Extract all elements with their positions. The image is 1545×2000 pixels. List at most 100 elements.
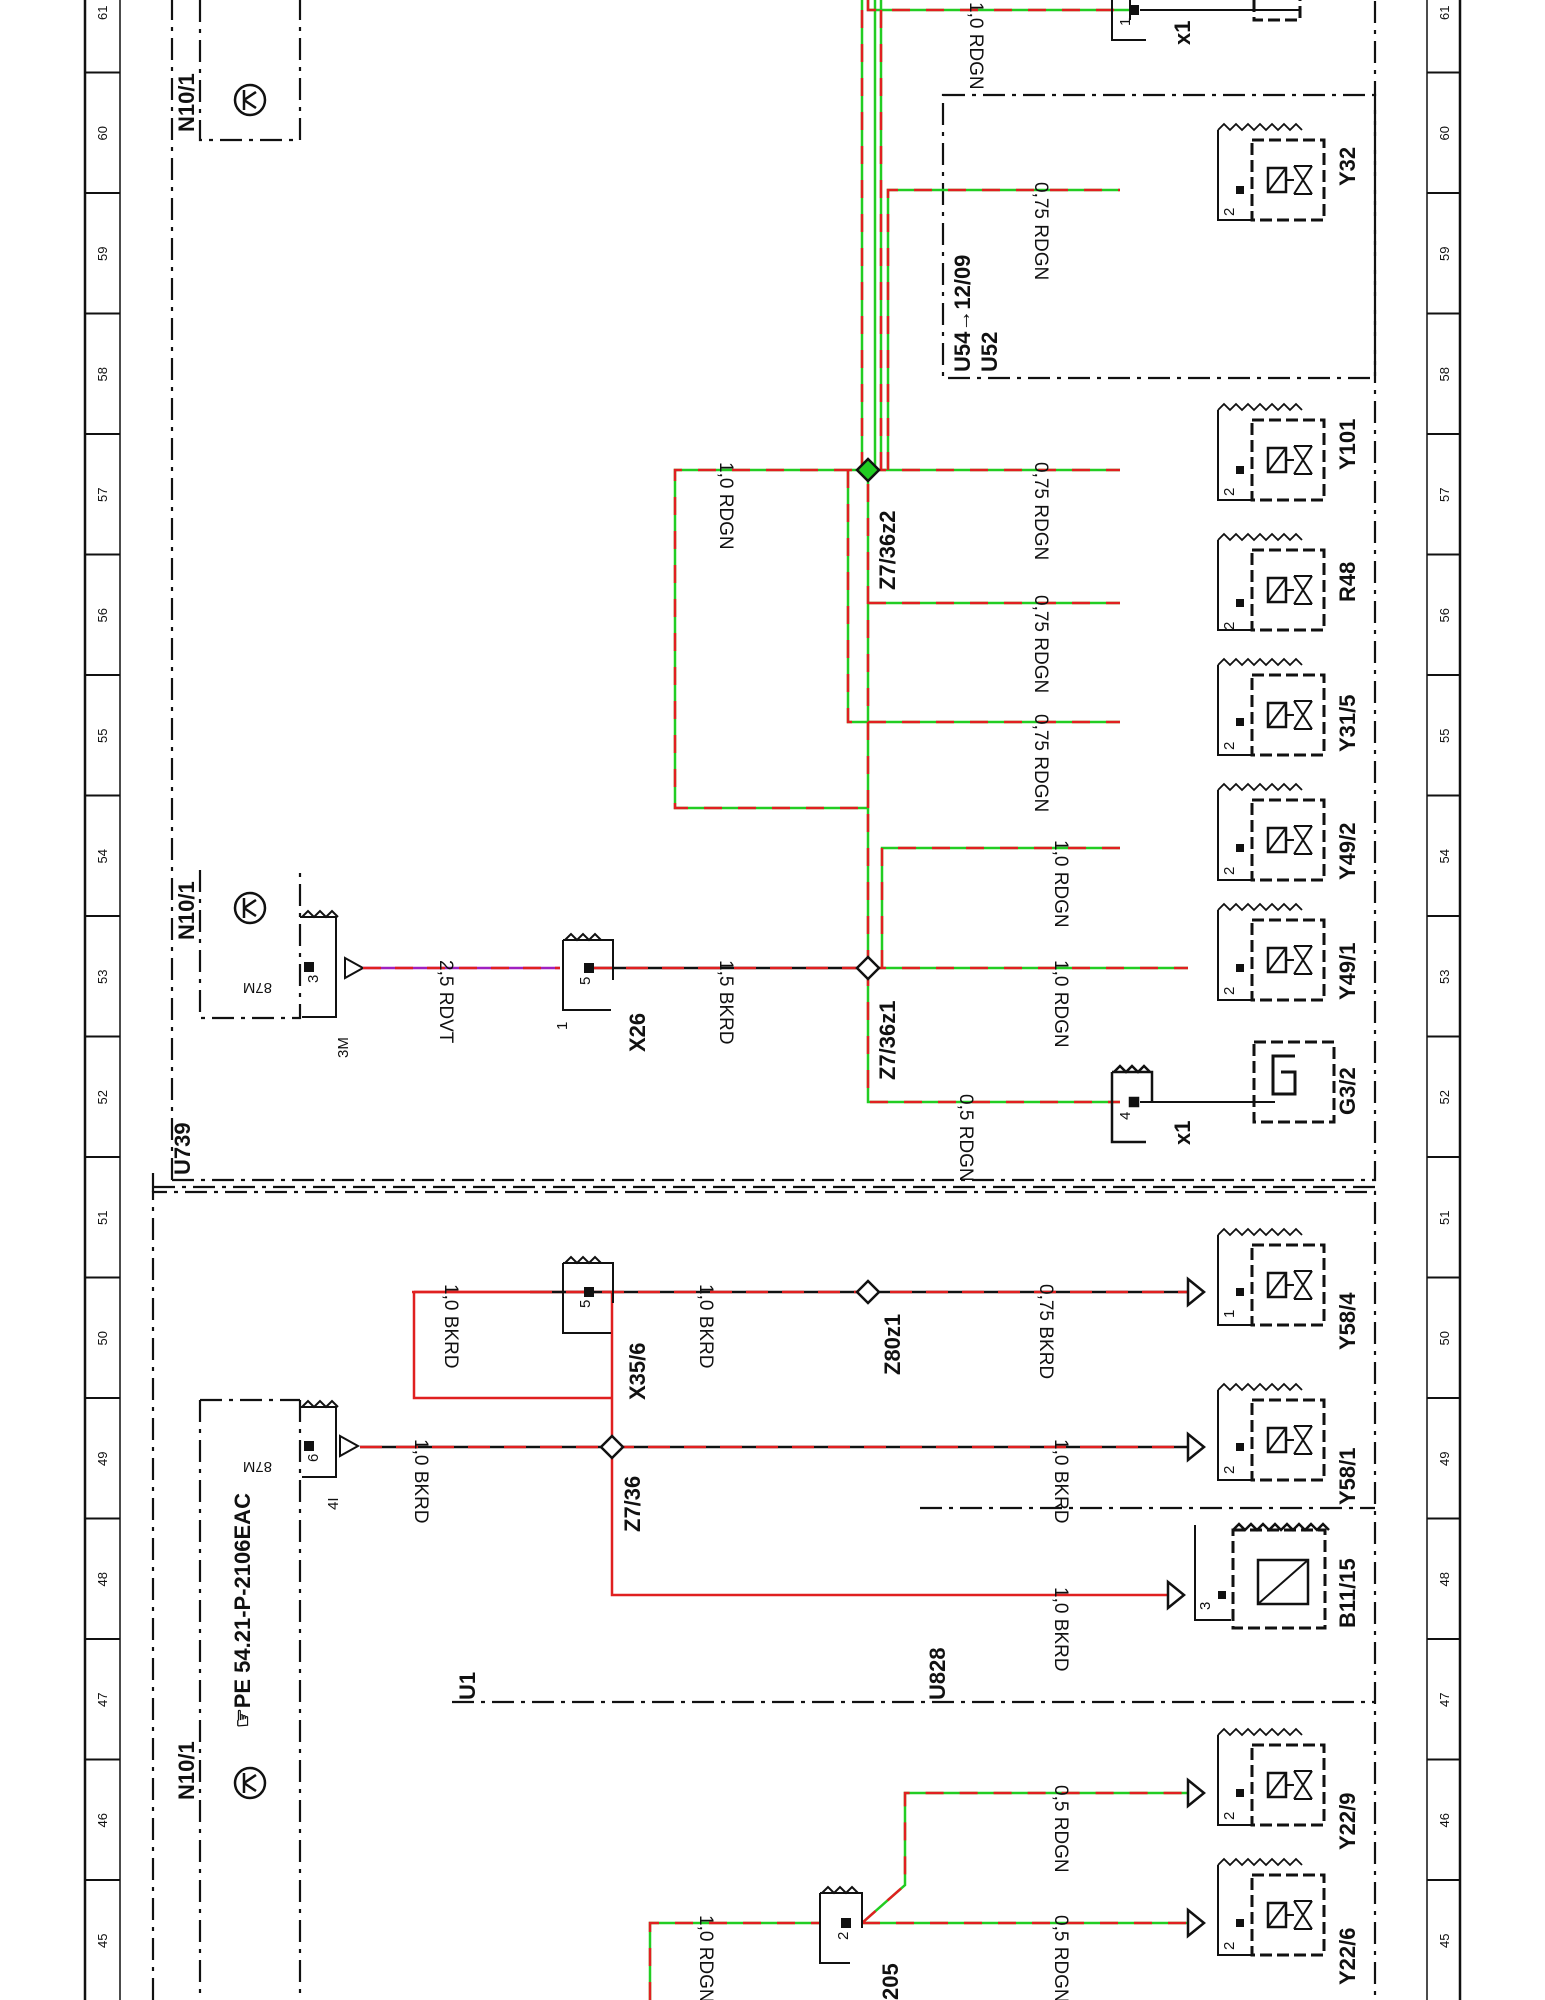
n10-connector-87m-bottom: [300, 1399, 361, 1478]
label-x26: X26: [625, 1013, 650, 1052]
inline-connectors: [562, 932, 863, 1964]
column-number: 47: [95, 1693, 110, 1707]
component-labels: Y22/6 Y22/9 B11/15 Y58/1 Y58/4 G3/2 x1 Y…: [620, 21, 1360, 2000]
module-labels: N10/1 N10/1 N10/1 U739 U828 U1 U54→12/09…: [170, 73, 1002, 1800]
label-y49-2: Y49/2: [1335, 823, 1360, 881]
column-number: 50: [95, 1331, 110, 1345]
valve-pin-labels: 2 2 2 1 2 2 2 2 2 2: [1221, 208, 1238, 1950]
column-number: 52: [1437, 1090, 1452, 1104]
svg-text:0,75 RDGN: 0,75 RDGN: [1030, 182, 1051, 280]
n10-connector-87m-mid: [300, 909, 366, 1018]
svg-text:0,5 RDGN: 0,5 RDGN: [955, 1094, 976, 1182]
svg-text:2: 2: [1221, 1466, 1238, 1474]
splice-diamonds: [599, 457, 881, 1460]
splice-z7-36: [599, 1434, 625, 1460]
wire-labels: 1,0 RDGN 0,5 RDGN 0,5 RDGN 1,0 BKRD 1,0 …: [410, 2, 1071, 2000]
svg-text:2: 2: [1221, 867, 1238, 875]
wire-rdgn-bus: [673, 0, 1188, 1104]
column-number: 60: [95, 126, 110, 140]
valve-pins: [1236, 186, 1244, 1927]
module-label-u739: U739: [170, 1122, 195, 1175]
pin-label: 1: [1117, 18, 1134, 26]
svg-text:2: 2: [1221, 488, 1238, 496]
svg-text:0,75 RDGN: 0,75 RDGN: [1030, 714, 1051, 812]
reference-label: ☞PE 54.21-P-2106EAC: [230, 1493, 255, 1728]
pressure-sensor-icon: [1194, 1522, 1330, 1630]
svg-text:2: 2: [1221, 622, 1238, 630]
module-label-u1: U1: [455, 1672, 480, 1700]
column-number: 53: [1437, 970, 1452, 984]
label-z80z1: Z80z1: [880, 1314, 905, 1375]
pin-label: 3: [1197, 1602, 1214, 1610]
x1-connector-top: [1111, 0, 1302, 41]
column-number: 54: [95, 849, 110, 863]
svg-text:2: 2: [1221, 1942, 1238, 1950]
label-y22-6: Y22/6: [1335, 1928, 1360, 1986]
splice-z7-36z1: [855, 955, 881, 981]
label-y49-1: Y49/1: [1335, 943, 1360, 1001]
column-number: 48: [1437, 1572, 1452, 1586]
column-number: 51: [95, 1211, 110, 1225]
label-z7-36z2: Z7/36z2: [875, 511, 900, 591]
column-number: 57: [1437, 488, 1452, 502]
label-y58-1: Y58/1: [1335, 1448, 1360, 1506]
pin-label: 5: [577, 1300, 594, 1308]
svg-text:1,0 BKRD: 1,0 BKRD: [695, 1284, 716, 1368]
pin-label: 1: [554, 1022, 571, 1030]
svg-text:1,0 BKRD: 1,0 BKRD: [1050, 1439, 1071, 1523]
svg-text:0,75 RDGN: 0,75 RDGN: [1030, 595, 1051, 693]
column-number: 59: [1437, 247, 1452, 261]
column-number: 59: [95, 247, 110, 261]
label-x35-6: X35/6: [625, 1343, 650, 1401]
svg-text:1,0 BKRD: 1,0 BKRD: [1050, 1587, 1071, 1671]
module-label-n10-1-top: N10/1: [174, 73, 199, 132]
column-number: 55: [1437, 729, 1452, 743]
label-x205: 205: [878, 1963, 903, 2000]
module-boundaries: [151, 0, 1377, 2000]
label-x1-a: x1: [1170, 1121, 1195, 1145]
label-x1-b: x1: [1170, 21, 1195, 45]
column-number: 45: [1437, 1934, 1452, 1948]
pin-label: 3: [305, 975, 322, 983]
column-number: 54: [1437, 849, 1452, 863]
module-label-u54: U54→12/09: [950, 255, 975, 372]
label-z7-36: Z7/36: [620, 1476, 645, 1532]
svg-text:1,0 RDGN: 1,0 RDGN: [715, 462, 736, 550]
module-label-u828: U828: [925, 1647, 950, 1700]
svg-text:1,0 RDGN: 1,0 RDGN: [1050, 960, 1071, 1048]
svg-text:2: 2: [1221, 208, 1238, 216]
column-number: 58: [1437, 367, 1452, 381]
svg-text:0,5 RDGN: 0,5 RDGN: [1050, 1915, 1071, 2000]
svg-text:1,0 RDGN: 1,0 RDGN: [965, 2, 986, 90]
pin-label: 4I: [325, 1497, 342, 1510]
column-number: 56: [1437, 608, 1452, 622]
column-number: 60: [1437, 126, 1452, 140]
label-r48: R48: [1335, 562, 1360, 602]
pin-label: 4: [1117, 1112, 1134, 1120]
column-number: 49: [1437, 1452, 1452, 1466]
column-number: 61: [95, 6, 110, 20]
column-number: 61: [1437, 6, 1452, 20]
column-number: 46: [95, 1813, 110, 1827]
label-g3-2: G3/2: [1335, 1067, 1360, 1115]
svg-text:2: 2: [1221, 1812, 1238, 1820]
svg-text:1,0 BKRD: 1,0 BKRD: [410, 1439, 431, 1523]
svg-text:1,0 BKRD: 1,0 BKRD: [440, 1284, 461, 1368]
arrows: [1166, 1276, 1206, 1939]
column-number: 57: [95, 488, 110, 502]
column-number: 55: [95, 729, 110, 743]
pin-label: 6: [305, 1454, 322, 1462]
transistor-icon: [233, 83, 267, 1800]
svg-text:2: 2: [1221, 987, 1238, 995]
column-number: 48: [95, 1572, 110, 1586]
label-y22-9: Y22/9: [1335, 1793, 1360, 1851]
svg-text:0,75 RDGN: 0,75 RDGN: [1030, 462, 1051, 560]
pin-label: 5: [577, 977, 594, 985]
svg-text:0,75 BKRD: 0,75 BKRD: [1035, 1284, 1056, 1379]
module-label-n10-1-bot: N10/1: [174, 1741, 199, 1800]
label-y58-4: Y58/4: [1335, 1292, 1360, 1350]
column-number: 46: [1437, 1813, 1452, 1827]
column-number: 58: [95, 367, 110, 381]
